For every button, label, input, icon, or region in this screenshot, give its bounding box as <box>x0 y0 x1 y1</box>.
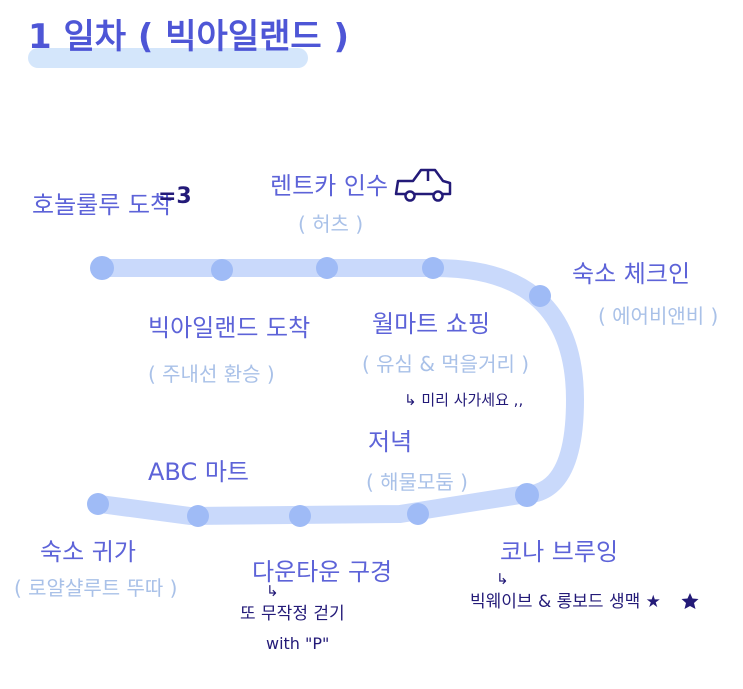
route-dot <box>187 505 209 527</box>
route-dot <box>87 493 109 515</box>
stop-sublabel: ( 허츠 ) <box>298 212 364 236</box>
stop-label: 렌트카 인수 <box>270 172 389 200</box>
title-highlight <box>28 48 308 68</box>
stop-note: 빅웨이브 & 롱보드 생맥 ★ <box>470 592 661 612</box>
stop-label: 빅아일랜드 도착 <box>148 314 311 342</box>
route-dot <box>407 503 429 525</box>
stop-label: ABC 마트 <box>148 458 250 486</box>
route-dot <box>316 257 338 279</box>
stop-note-arrow: ↳ <box>496 570 509 588</box>
route-dot <box>515 483 539 507</box>
stop-note-arrow: ↳ <box>266 582 279 600</box>
stop-sublabel: ( 해물모둠 ) <box>366 470 468 494</box>
stop-sublabel: ( 주내선 환승 ) <box>148 362 275 386</box>
page-title: 1 일차 ( 빅아일랜드 ) <box>28 17 350 57</box>
route-dot <box>211 259 233 281</box>
stop-sublabel: ( 에어비앤비 ) <box>598 304 719 328</box>
stop-label: 코나 브루잉 <box>500 538 619 566</box>
stop-note: with "P" <box>266 634 330 653</box>
car-icon <box>394 168 452 202</box>
stop-note: ↳ 미리 사가세요 ,, <box>404 391 524 409</box>
route-dot <box>422 257 444 279</box>
stop-note: =3 <box>158 184 192 209</box>
stop-sublabel: ( 유심 & 먹을거리 ) <box>362 352 530 376</box>
stop-label: 숙소 체크인 <box>572 260 691 288</box>
route-dots <box>87 256 551 527</box>
stop-label: 호놀룰루 도착 <box>32 191 173 219</box>
stop-sublabel: ( 로얄샬루트 뚜따 ) <box>14 576 178 600</box>
route-dot <box>529 285 551 307</box>
stop-label: 숙소 귀가 <box>40 538 136 566</box>
route-dot <box>90 256 114 280</box>
star-icon <box>681 593 699 609</box>
stop-note: 또 무작정 걷기 <box>240 604 345 624</box>
stop-label: 저녁 <box>368 428 413 456</box>
route-dot <box>289 505 311 527</box>
stop-label: 월마트 쇼핑 <box>372 310 491 338</box>
stop-label: 다운타운 구경 <box>252 558 393 586</box>
